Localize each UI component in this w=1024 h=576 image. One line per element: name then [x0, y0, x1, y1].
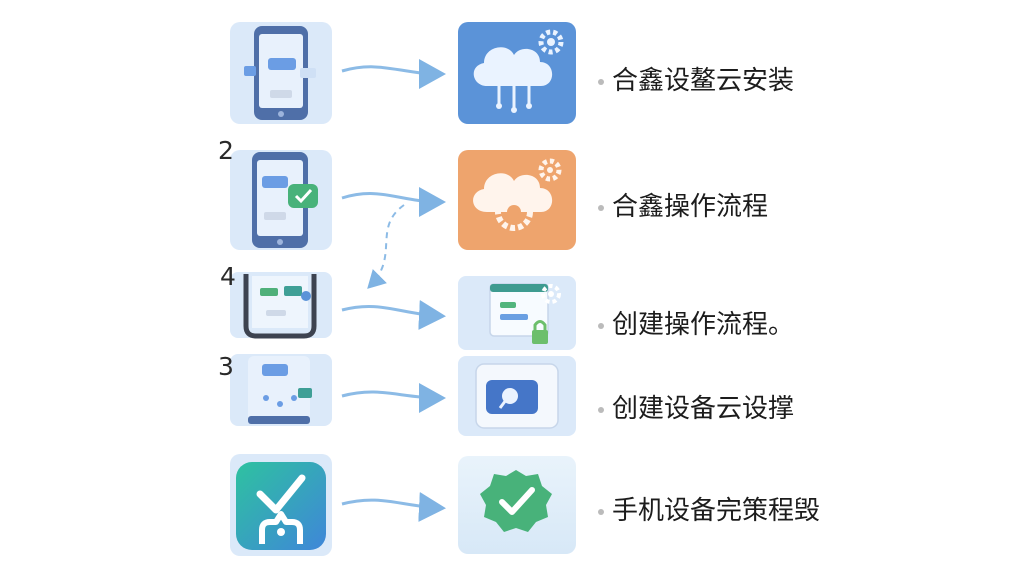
arrow-2: [341, 186, 446, 217]
gear-icon: [538, 29, 564, 55]
phone-icon: [252, 152, 308, 248]
cloud-gear-icon: [473, 173, 553, 231]
gear-icon: [538, 158, 562, 182]
bullet: [598, 508, 604, 515]
phone-icon: [243, 274, 317, 339]
step-3-phone-tile: [230, 272, 332, 339]
bullet: [598, 78, 604, 85]
step-label-text: 合鑫设鳌云安装: [612, 66, 795, 96]
step-label-text: 创建操作流程。: [612, 310, 795, 340]
step-4-device-tile: [458, 356, 576, 436]
step-label-text: 合鑫操作流程: [612, 192, 769, 222]
step-label: 创建设备云设撑: [598, 388, 794, 425]
step-number: 3: [218, 352, 234, 381]
step-2-phone-tile: [230, 150, 332, 250]
step-label: 合鑫设鳌云安装: [598, 60, 794, 97]
step-4-phone-tile: [230, 354, 332, 426]
step-label: 手机设备完策程毁: [598, 490, 820, 527]
step-5-app-tile: [230, 454, 332, 556]
step-label: 合鑫操作流程: [598, 186, 768, 223]
step-2-orange-tile: [458, 150, 576, 250]
check-badge-icon: [288, 184, 318, 208]
lock-icon: [532, 320, 548, 344]
gear-icon: [541, 284, 561, 304]
phone-icon: [248, 356, 312, 424]
step-5-check-tile: [458, 456, 576, 554]
arrow-4: [341, 382, 446, 413]
arrow-1: [341, 58, 446, 89]
step-number: 2: [218, 136, 234, 165]
verified-check-icon: [480, 470, 552, 532]
step-1-phone-tile: [230, 22, 332, 124]
bullet: [598, 406, 604, 413]
bullet: [598, 322, 604, 329]
phone-icon: [244, 26, 316, 120]
step-1-cloud-tile: [458, 22, 576, 124]
cloud-icon: [473, 47, 553, 113]
arrow-3: [341, 299, 446, 330]
device-screen-icon: [475, 363, 559, 429]
step-label-text: 创建设备云设撑: [612, 394, 795, 424]
arrow-dashed-back: [367, 204, 405, 289]
step-number: 4: [220, 262, 236, 291]
bullet: [598, 204, 604, 211]
step-label: 创建操作流程。: [598, 304, 794, 341]
step-3-dashboard-tile: [458, 276, 576, 350]
step-label-text: 手机设备完策程毁: [612, 496, 821, 526]
dashboard-window-icon: [489, 283, 549, 337]
arrow-5: [341, 491, 446, 522]
app-icon: [236, 462, 326, 550]
